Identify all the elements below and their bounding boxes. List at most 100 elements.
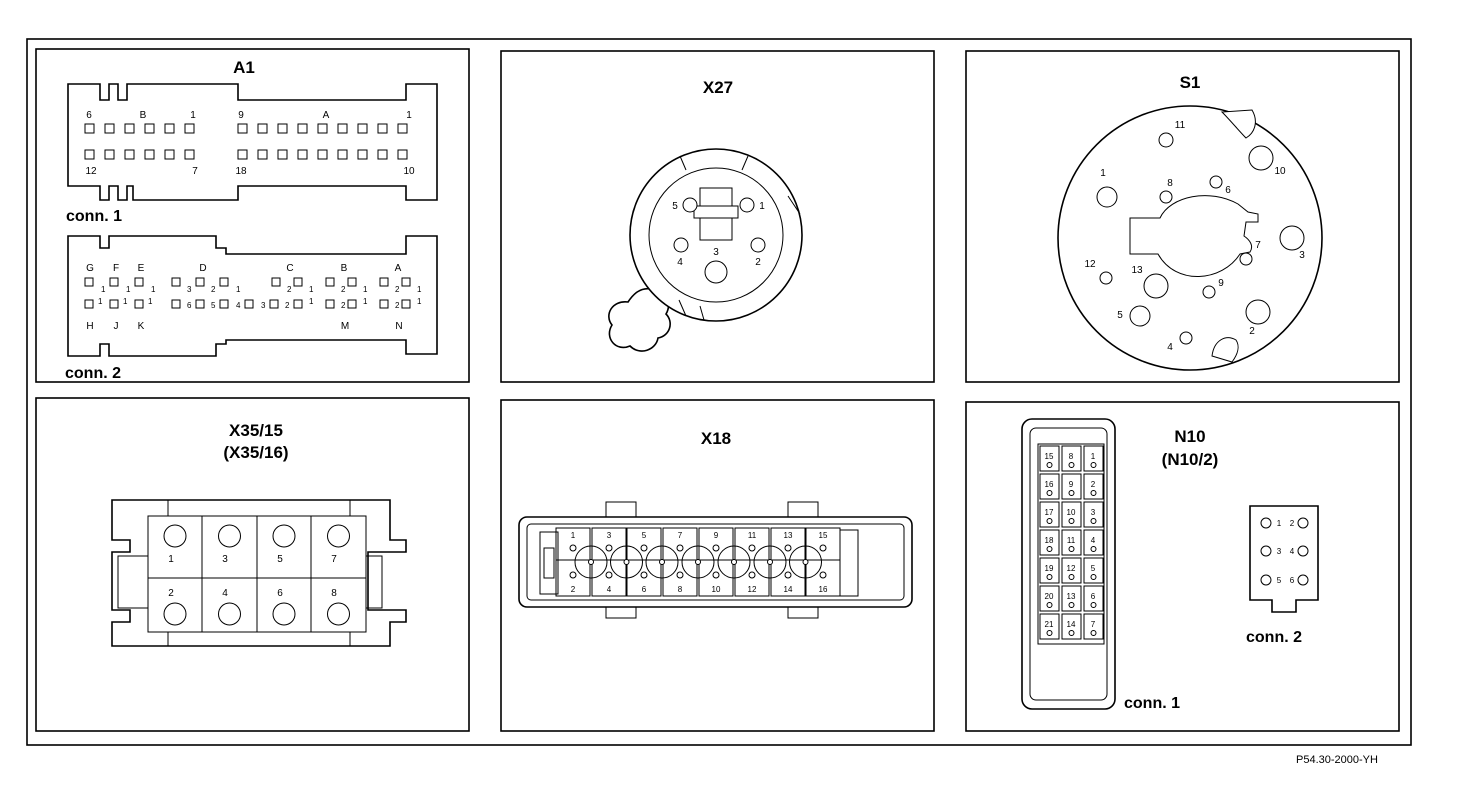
- x27-key-block: [699, 187, 733, 207]
- x18-housing: [518, 516, 913, 608]
- n10-conn1-cell: [1061, 557, 1082, 584]
- n10-conn2-hole: [1260, 574, 1272, 586]
- a1-conn1-pin-square: [317, 123, 328, 134]
- a1-conn2-digit: 2: [341, 285, 346, 294]
- x18-side-key: [543, 547, 555, 579]
- panel-s1: S1 11 1 8 6 10 7 3 12 13 9 5 4: [965, 50, 1400, 383]
- x18-latch: [605, 501, 637, 519]
- n10-conn1-pin-label: 12: [1067, 564, 1076, 573]
- s1-pin-hole: [1158, 132, 1174, 148]
- a1-conn2-letter: B: [341, 263, 348, 274]
- n10-conn1-pin-hole: [1068, 630, 1075, 636]
- s1-pin-label: 10: [1274, 166, 1286, 177]
- n10-conn1-cell: [1083, 501, 1104, 528]
- a1-conn2-digit: 1: [101, 285, 106, 294]
- a1-conn1-pin-square: [124, 149, 135, 160]
- a1-conn1-pin-square: [357, 149, 368, 160]
- x35-pin-hole: [218, 524, 241, 548]
- n10-conn1-pin-hole: [1090, 518, 1097, 524]
- s1-pin-label: 12: [1084, 259, 1096, 270]
- n10-conn1-cell: [1083, 529, 1104, 556]
- n10-conn1-pin-hole: [1046, 546, 1053, 552]
- n10-conn1-cell: [1039, 445, 1060, 472]
- a1-conn2-pin-square: [269, 299, 279, 309]
- a1-conn2-letter: H: [86, 321, 93, 332]
- a1-conn2-pin-square: [379, 299, 389, 309]
- n10-conn2-hole: [1260, 517, 1272, 529]
- x18-lens-dot: [802, 559, 809, 565]
- x18-pin-hole: [784, 544, 792, 552]
- x18-lens: [717, 545, 751, 579]
- reference-code: P54.30-2000-YH: [1296, 754, 1378, 766]
- x18-pin-hole: [784, 571, 792, 579]
- n10-conn1-cell: [1083, 585, 1104, 612]
- s1-pin-label: 6: [1225, 185, 1231, 196]
- n10-conn1-pin-hole: [1046, 490, 1053, 496]
- x18-pin-label: 11: [748, 531, 757, 540]
- a1-conn2-digit: 2: [395, 301, 400, 310]
- x18-pin-label: 12: [748, 585, 757, 594]
- a1-conn2-pin-square: [171, 299, 181, 309]
- x35-pin-label: 2: [168, 588, 174, 599]
- x18-pin-hole: [819, 544, 827, 552]
- a1-conn1-pin-label: 10: [403, 166, 415, 177]
- a1-conn1-pin-square: [124, 123, 135, 134]
- a1-conn1-pin-label: 6: [86, 110, 92, 121]
- a1-conn1-pin-square: [237, 149, 248, 160]
- x35-pin-hole: [272, 602, 296, 626]
- n10-conn1-pin-hole: [1068, 518, 1075, 524]
- x18-lens: [645, 545, 679, 579]
- x18-pin-hole: [676, 544, 684, 552]
- x35-bottom-rib: [167, 631, 351, 647]
- n10-conn1-pin-hole: [1068, 546, 1075, 552]
- a1-conn2-digit: 3: [261, 301, 266, 310]
- a1-conn2-pin-square: [219, 277, 229, 287]
- x18-bottom-pin-labels: 2 4 6 8 10 12 14 16: [571, 585, 828, 594]
- a1-conn2-letter: C: [286, 263, 293, 274]
- x18-lens-dot: [731, 559, 737, 565]
- n10-conn1-cell: [1039, 613, 1060, 640]
- a1-conn1-pin-square: [297, 123, 308, 134]
- a1-conn2-letter: J: [114, 321, 119, 332]
- panel-n10-subtitle: (N10/2): [1162, 450, 1219, 469]
- n10-conn1-pin-hole: [1046, 518, 1053, 524]
- n10-conn1-pin-hole: [1090, 490, 1097, 496]
- n10-conn2-hole: [1297, 574, 1309, 586]
- x35-pin-hole: [272, 524, 296, 548]
- n10-conn1-pin-hole: [1068, 602, 1075, 608]
- x18-side-key: [539, 531, 559, 595]
- a1-conn1-pin-square: [297, 149, 308, 160]
- n10-conn1-pin-label: 17: [1045, 508, 1054, 517]
- panel-x27: X27 5 1 4 3 2: [500, 50, 935, 383]
- panel-n10-title: N10: [1174, 427, 1205, 446]
- x27-pin-hole: [673, 237, 689, 253]
- a1-conn2-digit: 1: [417, 297, 422, 306]
- n10-conn1-cell: [1061, 445, 1082, 472]
- x18-pin-label: 9: [714, 531, 719, 540]
- a1-conn1-pin-square: [144, 123, 155, 134]
- n10-conn1-pin-label: 15: [1045, 452, 1054, 461]
- a1-conn2-letter: K: [138, 321, 145, 332]
- panel-s1-frame: [965, 50, 1400, 383]
- n10-conn2-holes: [1260, 517, 1309, 586]
- x27-pin-label: 3: [713, 247, 719, 258]
- x18-lens: [574, 545, 608, 579]
- n10-conn1-pin-hole: [1068, 462, 1075, 468]
- s1-pin-holes: [1096, 132, 1305, 345]
- a1-conn2-pin-square: [195, 277, 205, 287]
- a1-conn1-pin-square: [164, 149, 175, 160]
- a1-conn2-pin-square: [325, 277, 335, 287]
- a1-conn2-pin-square: [195, 299, 205, 309]
- a1-conn1-pin-square: [184, 149, 195, 160]
- a1-conn2-pin-square: [84, 277, 94, 287]
- a1-conn2-digit: 6: [187, 301, 192, 310]
- a1-conn2-letter: E: [138, 263, 145, 274]
- x18-pin-hole: [605, 571, 613, 579]
- n10-conn1-pin-label: 6: [1091, 592, 1096, 601]
- x27-pin-label: 5: [672, 201, 678, 212]
- x18-lens: [789, 545, 822, 579]
- s1-pin-label: 9: [1218, 278, 1224, 289]
- n10-conn1-pin-label: 4: [1091, 536, 1096, 545]
- a1-conn2-letter: D: [199, 263, 206, 274]
- a1-conn2-digit: 2: [341, 301, 346, 310]
